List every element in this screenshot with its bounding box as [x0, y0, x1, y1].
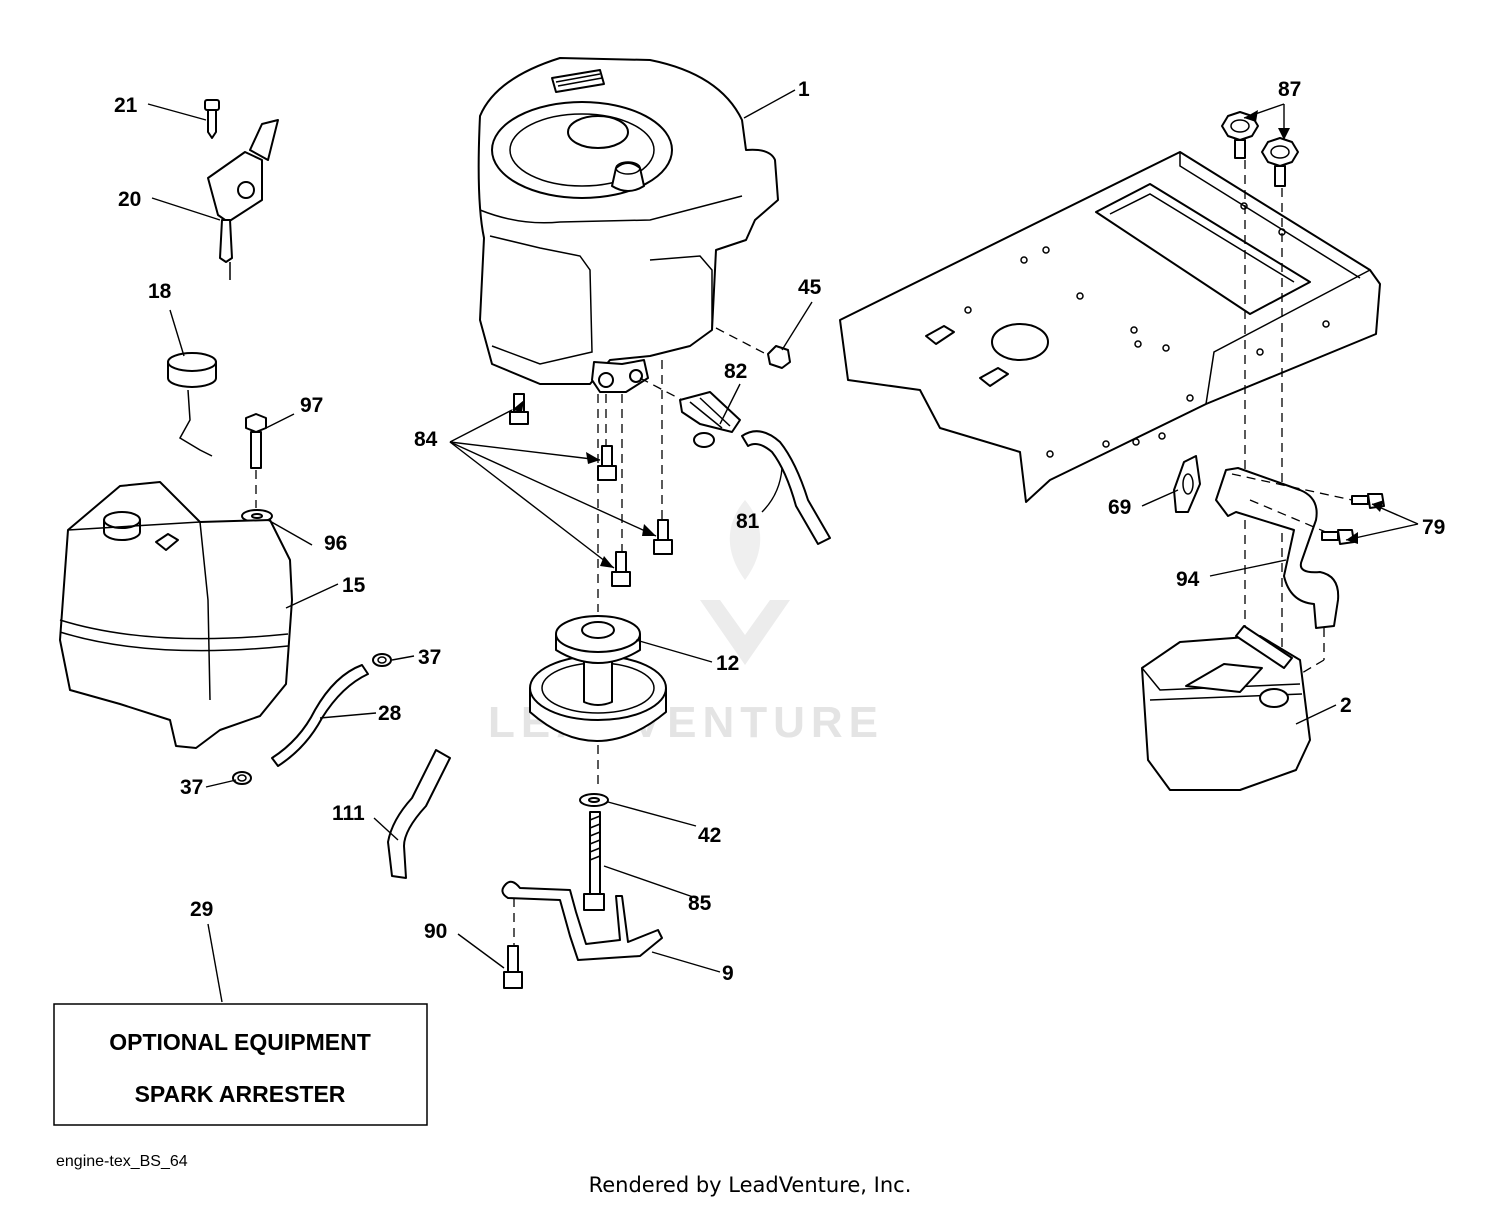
knob-87-b — [1261, 137, 1299, 187]
callout-97: 97 — [300, 394, 323, 417]
fuel-line-28 — [271, 664, 369, 767]
nut-45 — [767, 345, 791, 369]
fuel-tank — [59, 481, 293, 749]
pulley-12 — [529, 615, 667, 742]
callout-90: 90 — [424, 920, 447, 943]
callout-29: 29 — [190, 898, 213, 921]
callout-85: 85 — [688, 892, 712, 915]
callout-79: 79 — [1422, 516, 1445, 539]
callout-87: 87 — [1278, 78, 1301, 101]
leader-lines — [147, 89, 1419, 1003]
callout-labels: 1 2 9 12 15 18 20 21 28 29 37 37 42 45 6… — [114, 78, 1445, 985]
diagram-reference: engine-tex_BS_64 — [56, 1153, 188, 1170]
bracket-9 — [501, 880, 663, 961]
gasket-69 — [1173, 455, 1201, 513]
callout-15: 15 — [342, 574, 366, 597]
callout-37-lower: 37 — [180, 776, 203, 799]
frame-plate — [839, 151, 1381, 503]
callout-94: 94 — [1176, 568, 1200, 591]
bolt-84-c — [653, 519, 673, 555]
callout-20: 20 — [118, 188, 141, 211]
callout-84: 84 — [414, 428, 438, 451]
callout-96: 96 — [324, 532, 347, 555]
washer-42 — [579, 793, 609, 807]
callout-69: 69 — [1108, 496, 1131, 519]
callout-45: 45 — [798, 276, 822, 299]
muffler-2 — [1141, 625, 1311, 791]
optional-equipment-label: OPTIONAL EQUIPMENT — [109, 1029, 371, 1055]
bolt-97 — [245, 413, 267, 469]
throttle-control — [204, 99, 279, 280]
arrowheads — [512, 110, 1384, 568]
callout-37-upper: 37 — [418, 646, 441, 669]
fuel-line-81 — [741, 430, 831, 545]
callout-2: 2 — [1340, 694, 1352, 717]
spark-arrester-label: SPARK ARRESTER — [135, 1081, 346, 1107]
bolt-84-d — [611, 551, 631, 587]
washer-96 — [241, 509, 273, 523]
callout-81: 81 — [736, 510, 760, 533]
callout-21: 21 — [114, 94, 138, 117]
fuel-filter-82 — [679, 391, 741, 448]
callout-28: 28 — [378, 702, 402, 725]
callout-1: 1 — [798, 78, 810, 101]
callout-82: 82 — [724, 360, 747, 383]
callout-12: 12 — [716, 652, 739, 675]
hose-111 — [387, 749, 451, 879]
bolt-79-b — [1321, 529, 1355, 545]
callout-9: 9 — [722, 962, 734, 985]
callout-18: 18 — [148, 280, 172, 303]
callout-111: 111 — [332, 802, 365, 825]
fuel-cap — [167, 352, 217, 457]
optional-equipment-box: OPTIONAL EQUIPMENT SPARK ARRESTER — [53, 1003, 428, 1126]
bolt-84-b — [597, 445, 617, 481]
callout-42: 42 — [698, 824, 721, 847]
hose-clamp-37-upper — [372, 653, 392, 667]
exhaust-pipe-94 — [1215, 467, 1340, 629]
bolt-90 — [503, 945, 523, 989]
hose-clamp-37-lower — [232, 771, 252, 785]
render-credit: Rendered by LeadVenture, Inc. — [589, 1173, 912, 1197]
bolt-85 — [583, 811, 605, 911]
engine — [477, 57, 779, 393]
